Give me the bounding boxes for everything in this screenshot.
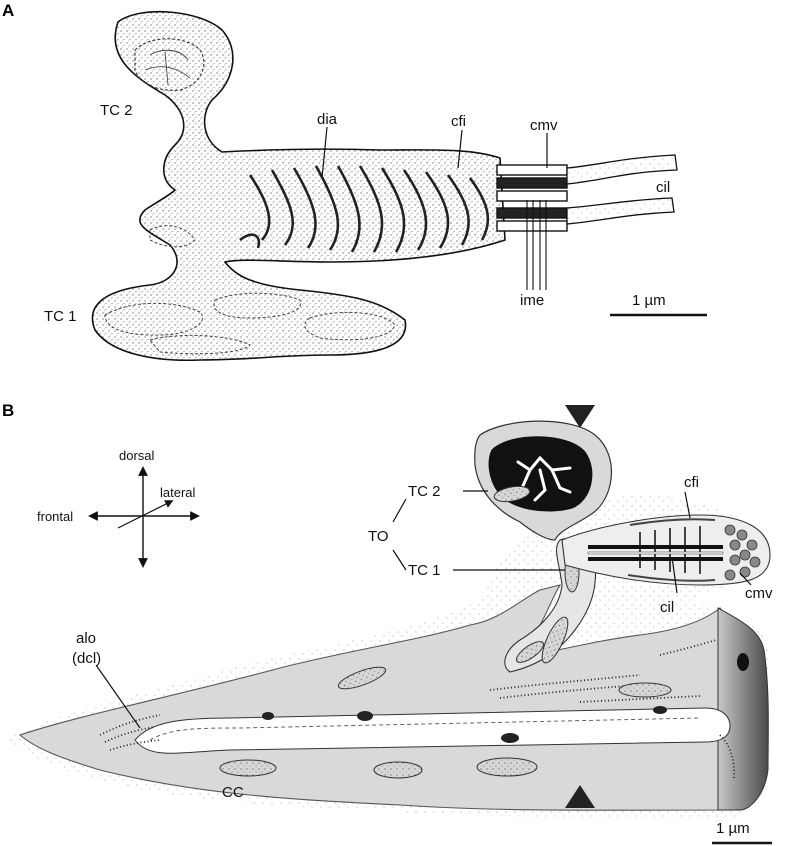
panel-b: B dorsal lateral frontal xyxy=(2,401,773,845)
panel-a-ime-lines xyxy=(526,200,547,290)
panel-b-body-mitochondria xyxy=(219,666,672,779)
panel-a-label-cfi: cfi xyxy=(451,113,466,130)
orientation-dorsal: dorsal xyxy=(119,448,155,463)
panel-b-cmv-cluster xyxy=(724,524,761,581)
panel-b-tc2-chromatin xyxy=(516,455,572,502)
panel-b-label-cmv: cmv xyxy=(745,585,773,602)
panel-a-letter: A xyxy=(2,1,14,20)
panel-a-tc2-cristae xyxy=(144,49,191,86)
panel-a-label-ime: ime xyxy=(520,292,544,309)
panel-a-scale-label: 1 µm xyxy=(632,292,666,309)
panel-b-central-canal xyxy=(134,707,731,754)
panel-b-label-alo: alo xyxy=(76,630,96,647)
panel-b-canal-pits xyxy=(262,706,667,743)
panel-a-label-cmv: cmv xyxy=(530,117,558,134)
panel-b-label-tc1: TC 1 xyxy=(408,562,441,579)
panel-b-section-arrow-bottom xyxy=(565,785,595,808)
panel-b-leaders xyxy=(95,490,752,729)
panel-b-label-cfi: cfi xyxy=(684,474,699,491)
panel-b-label-to: TO xyxy=(368,528,389,545)
panel-a-label-dia: dia xyxy=(317,111,338,128)
panel-a-cilia xyxy=(566,154,678,225)
panel-b-end-dot xyxy=(737,653,749,671)
panel-a-label-tc2: TC 2 xyxy=(100,102,133,119)
panel-b-tc2-mitochondrion xyxy=(493,485,531,503)
panel-a: A xyxy=(2,1,707,362)
panel-a-label-tc1: TC 1 xyxy=(44,308,77,325)
panel-b-scale-label: 1 µm xyxy=(716,820,750,837)
panel-b-label-cil: cil xyxy=(660,599,674,616)
orientation-lateral: lateral xyxy=(160,485,196,500)
orientation-frontal: frontal xyxy=(37,509,73,524)
panel-b-letter: B xyxy=(2,401,14,420)
panel-b-ciliary-cylinder xyxy=(561,514,771,586)
panel-b-cilia-rods xyxy=(587,545,724,561)
panel-b-label-tc2: TC 2 xyxy=(408,483,441,500)
panel-b-cell-body xyxy=(18,584,741,811)
panel-a-tc2-organelle xyxy=(134,38,205,91)
panel-a-cilia-bases xyxy=(496,164,568,232)
orientation-cross: dorsal lateral frontal xyxy=(37,448,200,568)
panel-b-end-cap xyxy=(717,607,769,811)
panel-b-label-cc: CC xyxy=(222,784,244,801)
panel-a-cell-body xyxy=(91,10,506,362)
panel-a-tc1-mitochondria xyxy=(104,225,396,355)
panel-b-canal-dashes xyxy=(149,717,701,741)
panel-a-label-cil: cil xyxy=(656,179,670,196)
panel-b-section-arrow-top xyxy=(565,405,595,428)
panel-b-label-dcl: (dcl) xyxy=(72,650,101,667)
panel-b-cylinder-rootlets xyxy=(627,518,716,582)
panel-a-leaders xyxy=(321,126,548,179)
